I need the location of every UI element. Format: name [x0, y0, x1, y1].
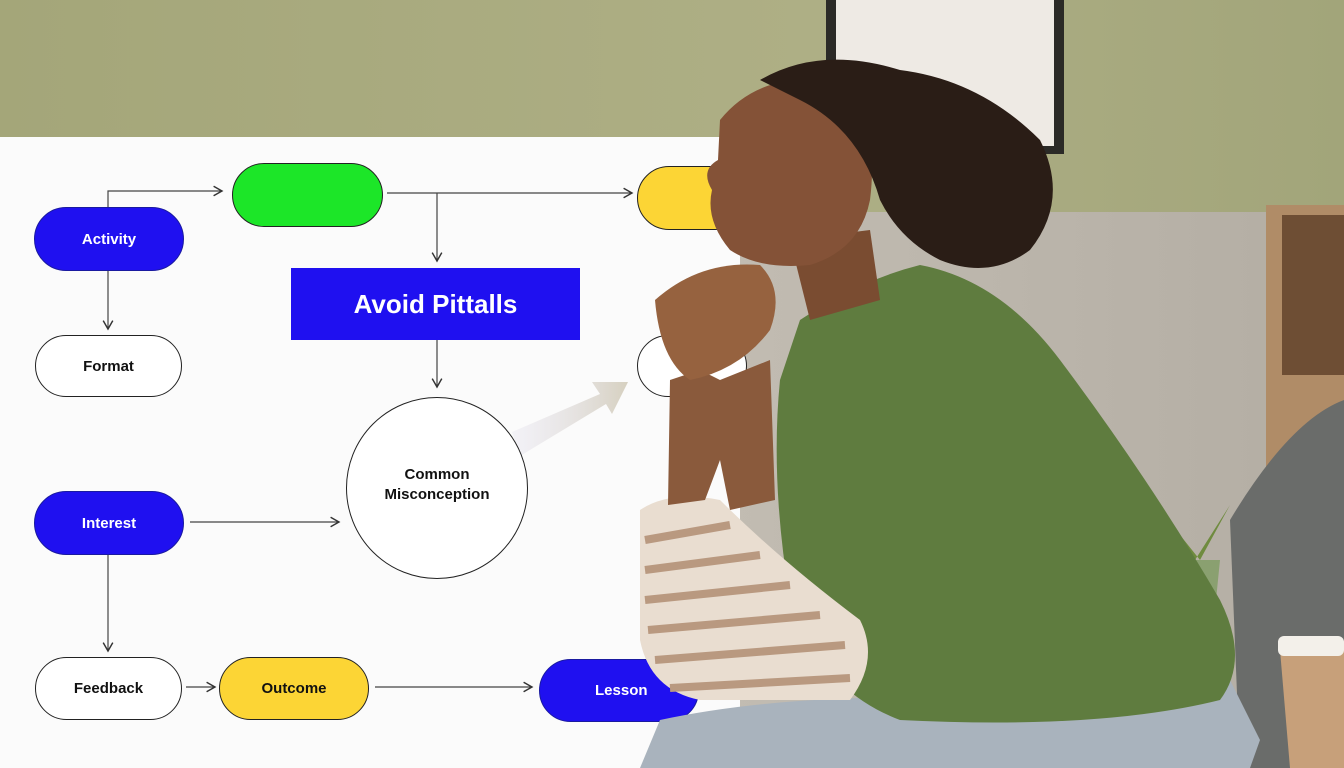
- node-interest: Interest: [34, 491, 184, 555]
- node-format: Format: [35, 335, 182, 397]
- node-label-line2: Misconception: [384, 486, 490, 503]
- node-label-line1: Common: [404, 466, 470, 483]
- diagram-title-box: Avoid Pittalls: [291, 268, 580, 340]
- wide-arrow-graphic: [512, 382, 628, 456]
- hands: [655, 264, 776, 380]
- node-green-empty: [232, 163, 383, 227]
- cup: [1280, 650, 1344, 768]
- diagram-title: Avoid Pittalls: [353, 288, 518, 319]
- hair: [760, 59, 1053, 268]
- node-label: Interest: [81, 514, 137, 532]
- sweater: [776, 265, 1235, 723]
- node-outcome: Outcome: [219, 657, 369, 720]
- node-feedback: Feedback: [35, 657, 182, 720]
- node-label: Format: [83, 357, 134, 375]
- node-activity: Activity: [34, 207, 184, 271]
- node-label: Activity: [81, 230, 137, 248]
- forearms: [668, 360, 775, 510]
- bookshelf-books: [1282, 215, 1344, 375]
- arrow-activity-to-green: [107, 185, 224, 207]
- node-label: Outcome: [261, 680, 327, 697]
- face: [707, 78, 872, 266]
- node-label: Lesson: [595, 682, 648, 699]
- node-label: Feedback: [73, 680, 144, 697]
